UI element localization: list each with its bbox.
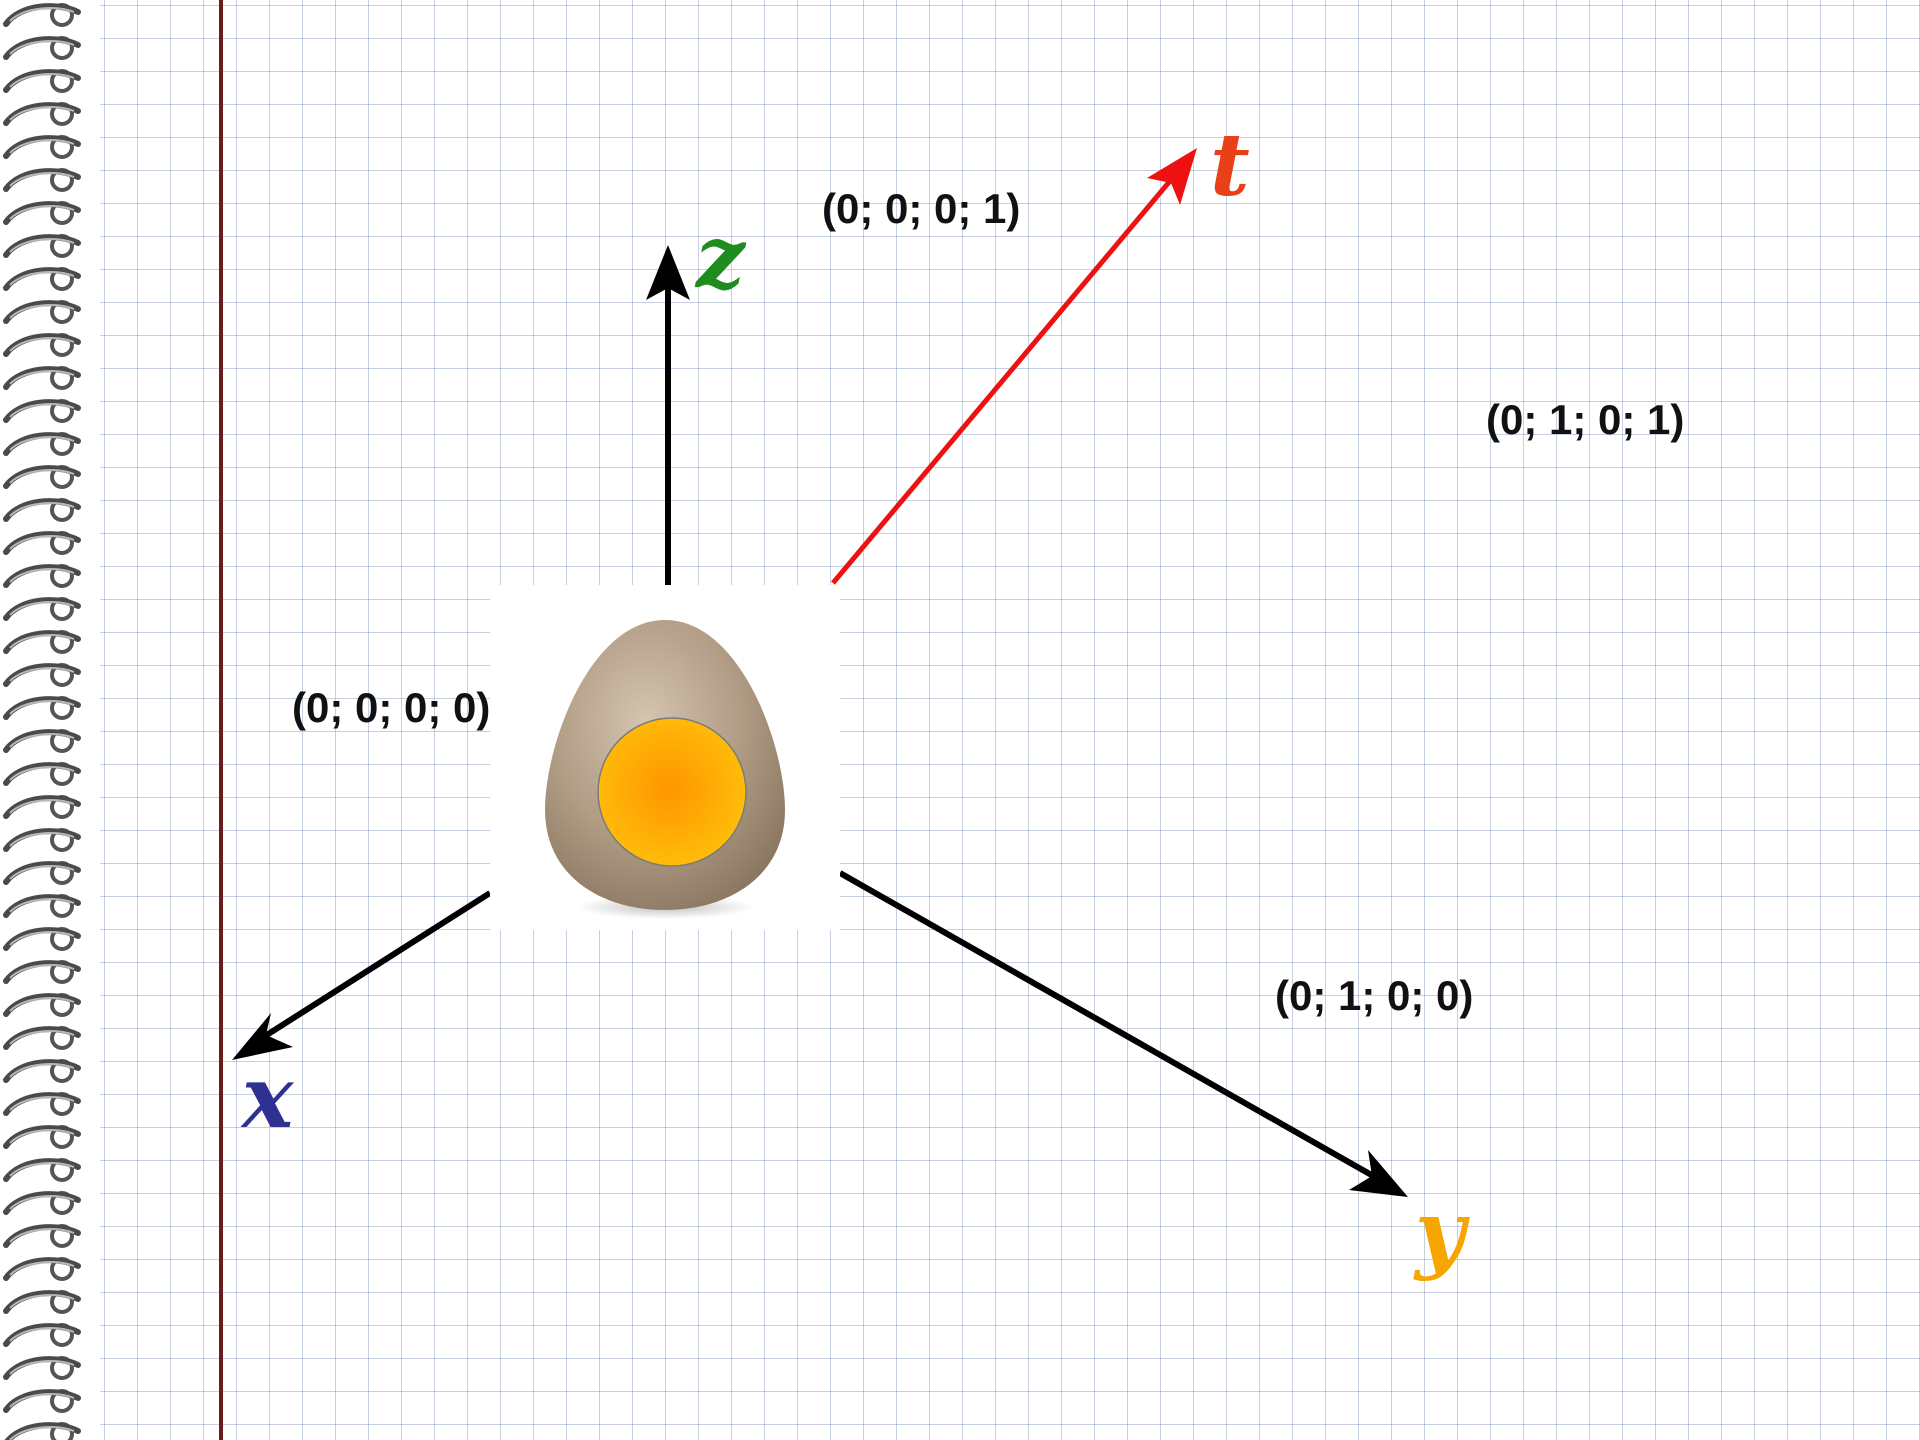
spiral-ring <box>3 1026 81 1050</box>
t-axis-line <box>831 173 1177 585</box>
spiral-ring <box>3 531 81 555</box>
spiral-ring <box>3 36 81 60</box>
t-axis <box>831 148 1197 585</box>
notebook-spiral <box>0 0 100 1440</box>
spiral-ring <box>3 795 81 819</box>
z-axis <box>646 245 690 585</box>
t-arrowhead <box>1147 148 1197 205</box>
x-arrowhead <box>232 1013 293 1060</box>
spiral-ring <box>3 1158 81 1182</box>
spiral-ring <box>3 861 81 885</box>
spiral-ring <box>3 762 81 786</box>
coordinate-yt-point: (0; 1; 0; 1) <box>1486 396 1685 443</box>
spiral-ring <box>3 696 81 720</box>
spiral-ring <box>3 234 81 258</box>
spiral-ring <box>3 102 81 126</box>
spiral-ring <box>3 168 81 192</box>
spiral-ring <box>3 828 81 852</box>
spiral-ring <box>3 894 81 918</box>
y-axis <box>838 870 1408 1197</box>
spiral-ring <box>3 432 81 456</box>
x-axis-label: x <box>242 1047 294 1148</box>
spiral-ring <box>3 1191 81 1215</box>
spiral-ring <box>3 1290 81 1314</box>
spiral-ring <box>3 564 81 588</box>
spiral-ring <box>3 498 81 522</box>
spiral-ring <box>3 663 81 687</box>
coordinate-y-point: (0; 1; 0; 0) <box>1275 972 1474 1019</box>
spiral-ring <box>3 729 81 753</box>
spiral-ring <box>3 1323 81 1347</box>
spiral-ring <box>3 1389 81 1413</box>
y-axis-label: y <box>1415 1182 1465 1283</box>
spiral-ring <box>3 399 81 423</box>
spiral-ring <box>4 1422 81 1440</box>
spiral-ring <box>3 300 81 324</box>
egg-image <box>490 585 840 930</box>
spiral-ring <box>3 1125 81 1149</box>
spiral-ring <box>3 993 81 1017</box>
spiral-ring <box>3 333 81 357</box>
spiral-ring <box>3 927 81 951</box>
spiral-ring <box>3 267 81 291</box>
spiral-ring <box>3 366 81 390</box>
notebook-margin-line <box>219 0 223 1440</box>
spiral-ring <box>3 597 81 621</box>
y-arrowhead <box>1349 1150 1408 1197</box>
spiral-ring <box>3 1257 81 1281</box>
t-axis-label: t <box>1210 115 1250 216</box>
spiral-ring <box>3 69 81 93</box>
spiral-ring <box>3 3 81 27</box>
egg-yolk <box>597 717 747 867</box>
coordinate-origin: (0; 0; 0; 0) <box>292 684 491 731</box>
spiral-ring <box>3 1092 81 1116</box>
spiral-ring <box>3 1356 81 1380</box>
z-arrowhead <box>646 245 690 300</box>
spiral-ring <box>3 960 81 984</box>
z-axis-label: z <box>696 207 745 308</box>
spiral-ring <box>3 1224 81 1248</box>
egg-icon <box>545 620 785 919</box>
spiral-ring <box>3 201 81 225</box>
x-axis <box>232 890 492 1060</box>
spiral-ring <box>3 1059 81 1083</box>
spiral-ring <box>3 630 81 654</box>
spiral-ring <box>3 465 81 489</box>
spiral-ring <box>3 135 81 159</box>
coordinate-t-point: (0; 0; 0; 1) <box>822 185 1021 232</box>
